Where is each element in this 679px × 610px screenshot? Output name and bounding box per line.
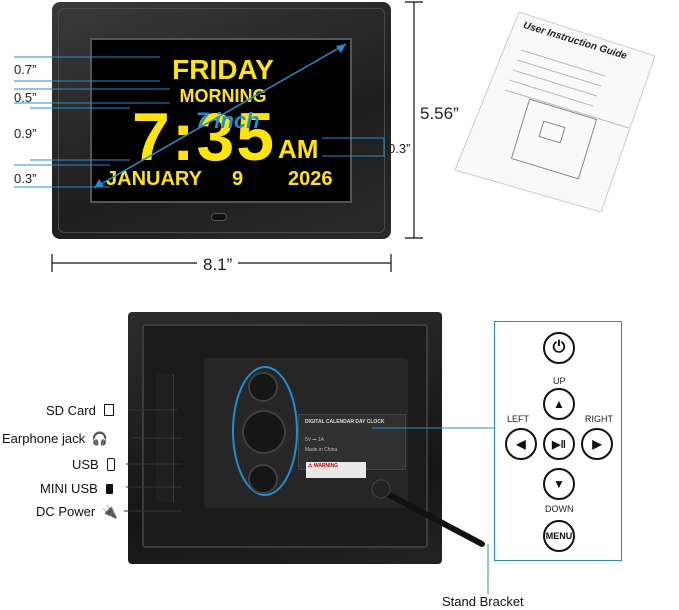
rating-label-power: 5V ⎓ 1A [305,437,324,443]
rating-label-title: DIGITAL CALENDAR DAY CLOCK [305,419,385,425]
up-label: UP [553,376,566,386]
play-pause-icon: ▶‖ [552,438,566,451]
back-button-center[interactable] [242,410,286,454]
dc-power-icon: 🔌 [101,504,119,519]
warning-sticker: ⚠ WARNING [306,462,366,478]
port-mini-usb: MINI USB [40,481,114,496]
control-panel: ⏻ UP ▲ LEFT RIGHT ◀ ▶‖ ▶ ▼ DOWN MENU [494,321,622,561]
usb-icon [107,458,116,471]
manual-sheet [454,11,656,213]
right-label: RIGHT [585,414,613,424]
back-overlay [124,409,494,594]
mini-usb-icon [106,484,114,494]
right-button[interactable]: ▶ [581,428,613,460]
stand-bracket-label: Stand Bracket [442,594,524,609]
port-sd-card: SD Card [46,403,115,418]
screen-date: 9 [232,168,244,190]
headphone-icon: 🎧 [91,431,108,446]
back-button-up[interactable] [248,372,278,402]
triangle-right-icon: ▶ [592,437,602,451]
left-button[interactable]: ◀ [505,428,537,460]
back-button-down[interactable] [248,464,278,494]
buttons-highlight [232,366,298,496]
port-dc-power-label: DC Power [36,504,96,519]
play-pause-button[interactable]: ▶‖ [543,428,575,460]
up-button[interactable]: ▲ [543,388,575,420]
clock-screen: FRIDAY MORNING 7:35 AM JANUARY 9 2026 7 … [90,38,352,203]
triangle-up-icon: ▲ [553,397,565,411]
port-earphone-label: Earphone jack [2,431,86,446]
screen-year: 2026 [288,168,333,190]
light-sensor [211,213,227,221]
triangle-left-icon: ◀ [516,437,526,451]
rating-label: DIGITAL CALENDAR DAY CLOCK 5V ⎓ 1A Made … [298,414,406,470]
dim-width: 8.1” [197,255,239,275]
port-dc-power: DC Power 🔌 [36,504,118,520]
port-sd-card-label: SD Card [46,403,96,418]
dim-period-text-height: 0.5” [14,90,37,105]
port-usb: USB [72,457,116,472]
power-button[interactable]: ⏻ [543,332,575,364]
rating-label-origin: Made in China [305,447,338,453]
dim-day-text-height: 0.7” [14,62,37,77]
instruction-manual: User Instruction Guide [454,11,656,213]
dim-height: 5.56” [420,104,459,123]
warning-text: ⚠ WARNING [308,463,339,469]
screen-ampm: AM [278,134,319,164]
down-button[interactable]: ▼ [543,468,575,500]
triangle-down-icon: ▼ [553,477,565,491]
down-label: DOWN [545,504,574,514]
dim-ampm-text-height: 0.3” [388,141,411,156]
sd-card-icon [104,404,115,416]
port-earphone: Earphone jack 🎧 [2,431,108,447]
dim-time-text-height: 0.9” [14,126,37,141]
port-usb-label: USB [72,457,99,472]
menu-button[interactable]: MENU [543,520,575,552]
power-icon: ⏻ [552,339,566,356]
frame-bevel [58,8,385,233]
screen-month: JANUARY [106,168,202,190]
left-label: LEFT [507,414,530,424]
screen-time: 7:35 [132,99,277,175]
port-mini-usb-label: MINI USB [40,481,98,496]
dim-date-text-height: 0.3” [14,171,37,186]
screen-day: FRIDAY [172,54,274,85]
